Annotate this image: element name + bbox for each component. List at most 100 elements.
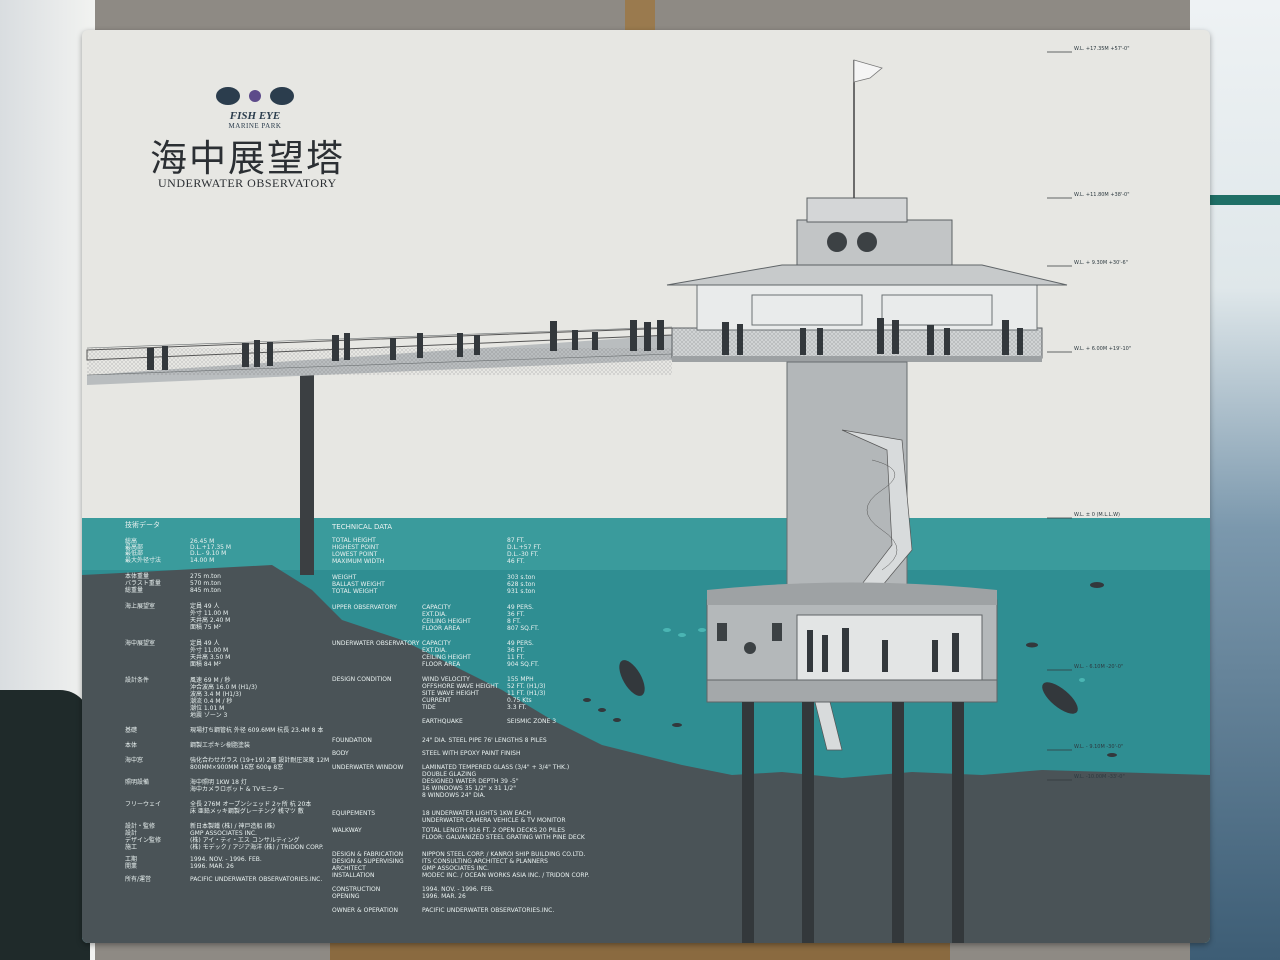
tech-en-sub: UNDERWATER CAMERA VEHICLE & TV MONITOR (422, 817, 566, 824)
tech-jp-value: 定員 49 人 (190, 603, 220, 610)
tech-en-sub: PACIFIC UNDERWATER OBSERVATORIES.INC. (422, 907, 555, 914)
tech-en-label: BODY (332, 750, 349, 757)
tech-jp-value: 275 m.ton (190, 573, 221, 580)
tech-jp-label: 開業 (125, 863, 138, 870)
tech-en-sub: GMP ASSOCIATES INC. (422, 865, 489, 872)
tech-jp-value: 新日本製鐵 (株) / 神戸造船 (株) (190, 823, 276, 830)
walkway-pile (300, 375, 314, 575)
tech-en-value: 46 FT. (507, 558, 525, 565)
tech-jp-value: 天井高 2.40 M (190, 617, 231, 624)
tech-en-sub: 1996. MAR. 26 (422, 893, 466, 900)
tech-en-value: 11 FT. (H1/3) (507, 690, 546, 697)
tech-jp-label: 基礎 (125, 727, 138, 734)
tech-jp-label: 総重量 (125, 587, 144, 594)
tech-en-sub: CEILING HEIGHT (422, 618, 471, 625)
upper-deck-visitors (722, 318, 1023, 355)
tech-en-sub: ITS CONSULTING ARCHITECT & PLANNERS (422, 858, 548, 865)
tech-en-value: 3.3 FT. (507, 704, 527, 711)
tech-en-label: OPENING (332, 893, 360, 900)
tech-en-sub: CURRENT (422, 697, 451, 704)
tech-en-sub: DESIGNED WATER DEPTH 39 -5" (422, 778, 519, 785)
water-level-label: W.L. +11.80M +38'-0" (1074, 192, 1130, 198)
tech-jp-value: 波高 3.4 M (H1/3) (190, 691, 242, 698)
water-level-label: W.L. - 6.10M -20'-0" (1074, 664, 1124, 670)
tech-jp-value: 面積 84 M² (190, 661, 222, 668)
water-level-label: W.L. -10.00M -33'-0" (1074, 774, 1125, 780)
fish-light (663, 628, 1085, 682)
tech-jp-label: 設計 (125, 830, 138, 837)
tech-en-sub: FLOOR AREA (422, 625, 461, 632)
tech-jp-value: 海中カメラロボット & TVモニター (190, 786, 285, 793)
tech-en-sub: SITE WAVE HEIGHT (422, 690, 479, 697)
water-level-label: W.L. ± 0 (M.L.L.W) (1074, 512, 1120, 518)
tech-jp-label: 施工 (125, 844, 138, 851)
tech-en-label: OWNER & OPERATION (332, 907, 398, 914)
tech-en-value: 49 PERS. (507, 604, 534, 611)
tech-en-label: INSTALLATION (332, 872, 375, 879)
tech-jp-value: D.L.- 9.10 M (190, 550, 227, 557)
tech-en-label: WALKWAY (332, 827, 362, 834)
tech-en-sub: DOUBLE GLAZING (422, 771, 477, 778)
tech-en-sub: 24" DIA. STEEL PIPE 76' LENGTHS 8 PILES (422, 737, 547, 744)
tech-jp-label: 最低部 (125, 550, 144, 557)
info-board: FISH EYE MARINE PARK 海中展望塔 UNDERWATER OB… (82, 30, 1210, 943)
walkway-visitors (147, 320, 664, 370)
logo-fish-right (270, 87, 294, 105)
tech-jp-value: 26.45 M (190, 538, 215, 545)
pod-visitors (807, 628, 959, 672)
tech-en-label: HIGHEST POINT (332, 544, 379, 551)
tech-en-sub: MODEC INC. / OCEAN WORKS ASIA INC. / TRI… (422, 872, 590, 879)
tech-en-label: MAXIMUM WIDTH (332, 558, 385, 565)
tech-en-label: DESIGN & SUPERVISING (332, 858, 404, 865)
tech-jp-value: 14.00 M (190, 557, 215, 564)
tech-en-value: 931 s.ton (507, 588, 536, 595)
tech-jp-value: (株) アイ・ティ・エス コンサルティング (190, 837, 300, 844)
tech-en-value: 36 FT. (507, 611, 525, 618)
tech-jp-value: 外寸 11.00 M (190, 610, 229, 617)
upper-room (696, 284, 1038, 331)
tech-en-label: LOWEST POINT (332, 551, 378, 558)
tech-en-sub: CEILING HEIGHT (422, 654, 471, 661)
tech-en-label: ARCHITECT (332, 865, 366, 872)
tech-jp-value: 潮流 0.4 M / 秒 (190, 698, 233, 705)
tech-jp-value: 570 m.ton (190, 580, 221, 587)
tech-jp-value: 海中照明 1KW 18 灯 (190, 779, 247, 786)
tech-en-value: 904 SQ.FT. (507, 661, 540, 668)
tech-en-value: 303 s.ton (507, 574, 536, 581)
tech-jp-value: 800MM×900MM 16窓 600φ 8窓 (190, 764, 284, 771)
tech-en-value: 49 PERS. (507, 640, 534, 647)
tech-en-value: 8 FT. (507, 618, 521, 625)
tech-en-sub: TIDE (422, 704, 436, 711)
tech-jp-label: 最高部 (125, 544, 144, 551)
tech-en-label: TOTAL WEIGHT (332, 588, 378, 595)
tech-en-sub: NIPPON STEEL CORP. / KANROI SHIP BUILDIN… (422, 851, 586, 858)
cabin-window-right (857, 232, 877, 252)
water-level-label: W.L. +17.35M +57'-0" (1074, 46, 1130, 52)
logo: FISH EYE MARINE PARK (200, 108, 310, 130)
tech-en-label: DESIGN CONDITION (332, 676, 392, 683)
tech-en-label: UPPER OBSERVATORY (332, 604, 397, 611)
water-level-label: W.L. + 6.00M +19'-10" (1074, 346, 1132, 352)
tech-jp-label: 最大外径寸法 (125, 557, 162, 564)
tech-en-label: CONSTRUCTION (332, 886, 381, 893)
water-level-ticks (1047, 51, 1072, 781)
tech-jp-label: 海上展望室 (125, 603, 156, 610)
tech-en-label: TOTAL HEIGHT (332, 537, 376, 544)
tech-en-value: 52 FT. (H1/3) (507, 683, 546, 690)
tech-jp-value: 風速 69 M / 秒 (190, 677, 231, 684)
tech-jp-label: フリーウェイ (125, 801, 162, 808)
tech-jp-label: 設計条件 (125, 677, 150, 684)
pod-window (717, 623, 727, 641)
seabed (82, 565, 1210, 943)
tech-en-sub: EARTHQUAKE (422, 718, 463, 725)
cabin-window-left (827, 232, 847, 252)
tech-jp-value: 床 亜鉛メッキ鋼製グレーチング 桟マツ 敷 (190, 808, 304, 815)
tech-en-label: WEIGHT (332, 574, 357, 581)
logo-sub: MARINE PARK (228, 122, 282, 130)
tech-jp-value: 面積 75 M² (190, 624, 222, 631)
tech-en-sub: 18 UNDERWATER LIGHTS 1KW EACH (422, 810, 532, 817)
sea-surface-band (82, 518, 1210, 570)
tech-jp-value: 強化合わせガラス (19+19) 2層 設計耐圧深度 12M (190, 757, 330, 764)
tech-en-sub: STEEL WITH EPOXY PAINT FINISH (422, 750, 521, 757)
tech-jp-value: 地震 ゾーン 3 (190, 712, 228, 719)
